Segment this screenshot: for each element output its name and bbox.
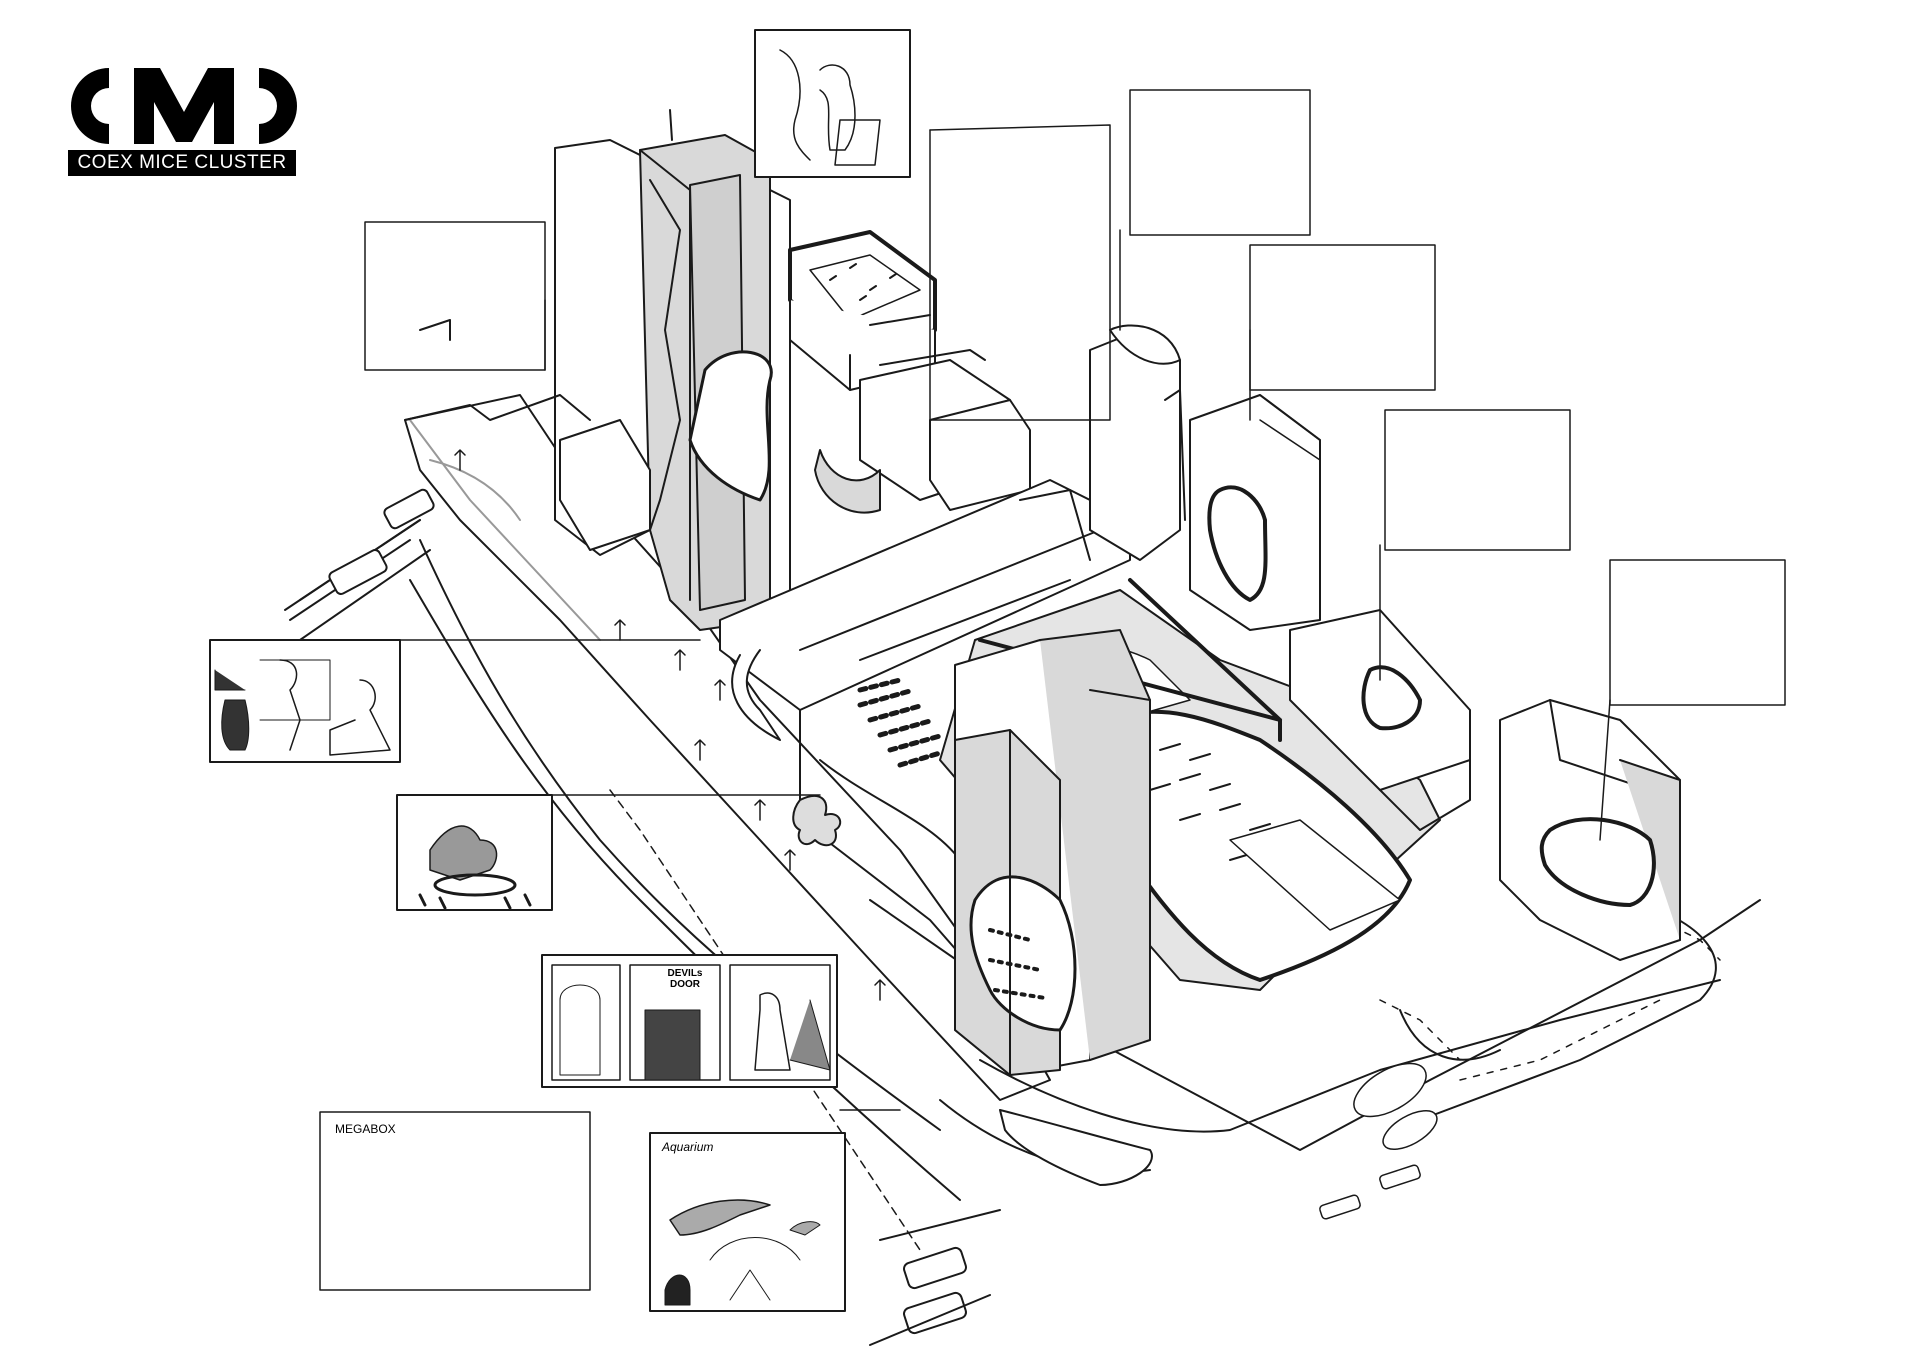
- right-towers: [1089, 324, 1321, 631]
- plaza-sculpture: [792, 795, 842, 847]
- cmc-logo-mark: [71, 68, 297, 144]
- panel-conference: [209, 639, 401, 763]
- callout-box-megabox: [319, 1111, 591, 1291]
- mid-buildings: [559, 349, 1031, 551]
- callout-box-5: [1384, 409, 1571, 551]
- logo-subtitle: COEX MICE CLUSTER: [68, 150, 296, 176]
- front-tower: [954, 629, 1151, 1076]
- callout-box-6: [1609, 559, 1786, 706]
- devils-door-sign: DEVILs DOOR: [667, 968, 703, 990]
- left-road: [284, 488, 1001, 1346]
- callout-box-2: [929, 124, 1111, 421]
- panel-aquarium: [649, 1132, 846, 1312]
- convention-center: [719, 479, 1131, 1001]
- callout-boxes: [319, 89, 1786, 1291]
- rooftop-garden-building: [788, 230, 937, 391]
- left-podium: [404, 319, 591, 521]
- panel-hand: [396, 794, 553, 911]
- panel-shopping: [754, 29, 911, 178]
- right-low-building: [1289, 609, 1471, 831]
- road-cars: [1319, 1062, 1438, 1220]
- callout-box-4: [1249, 244, 1436, 391]
- megabox-label: MEGABOX: [335, 1122, 396, 1136]
- aquarium-label: Aquarium: [662, 1140, 714, 1154]
- front-plaza: [999, 1109, 1153, 1186]
- plaza-trees: [454, 449, 886, 1001]
- callout-box-1: [364, 221, 546, 371]
- callout-box-3: [1129, 89, 1311, 236]
- panel-devils-door: [541, 954, 838, 1088]
- left-towers: [554, 109, 791, 631]
- far-right-tower: [1499, 699, 1681, 961]
